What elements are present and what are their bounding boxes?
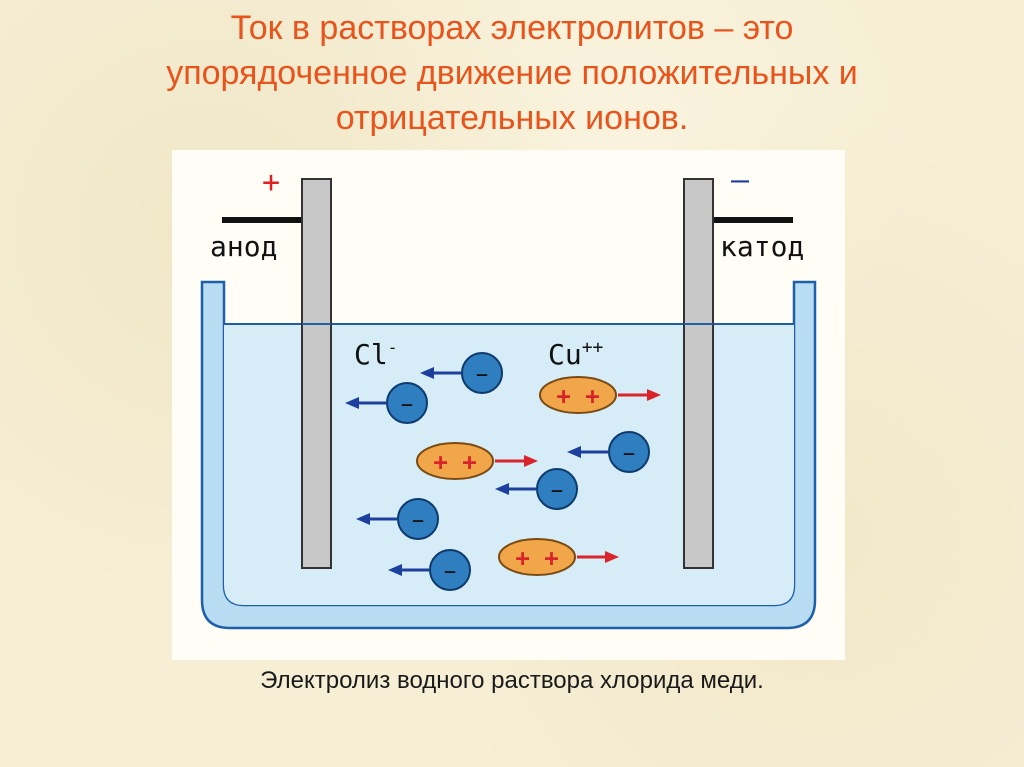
anion-1-symbol: – (476, 359, 489, 389)
anion-6: – (388, 549, 471, 591)
anion-label: Cl- (354, 338, 397, 371)
cation-2-symbol: + + (433, 448, 476, 476)
title-line-1: Ток в растворах электролитов – это (230, 9, 794, 47)
anion-3: – (567, 431, 650, 473)
diagram-caption: Электролиз водного раствора хлорида меди… (260, 667, 764, 694)
cathode-label: катод (720, 230, 804, 263)
anion-1: – (420, 352, 503, 394)
anion-4-symbol: – (551, 475, 564, 505)
cation-label-symbol: Cu (548, 338, 582, 371)
anion-3-symbol: – (623, 438, 636, 468)
anode-label: анод (210, 230, 277, 263)
title-line-2: упорядоченное движение положительных и (166, 54, 858, 92)
anode-electrode (301, 178, 332, 569)
cation-label: Cu++ (548, 337, 604, 371)
anion-6-symbol: – (444, 556, 457, 586)
cation-2: + + (416, 442, 538, 480)
cation-1-symbol: + + (556, 382, 599, 410)
anode-plus-sign: + (262, 165, 280, 200)
anion-2-symbol: – (401, 389, 414, 419)
anion-5-symbol: – (412, 505, 425, 535)
slide-title: Ток в растворах электролитов – это упоря… (0, 6, 1024, 141)
cation-label-charge: ++ (582, 337, 604, 358)
cation-1: + + (539, 376, 661, 414)
cation-3-symbol: + + (515, 544, 558, 572)
anion-2: – (345, 382, 428, 424)
anion-4: – (495, 468, 578, 510)
cathode-electrode (683, 178, 714, 569)
anion-5: – (356, 498, 439, 540)
anion-label-symbol: Cl (354, 338, 388, 371)
cation-3: + + (498, 538, 619, 576)
cathode-minus-sign: – (731, 163, 750, 198)
anion-label-charge: - (388, 338, 398, 357)
title-line-3: отрицательных ионов. (335, 99, 689, 137)
